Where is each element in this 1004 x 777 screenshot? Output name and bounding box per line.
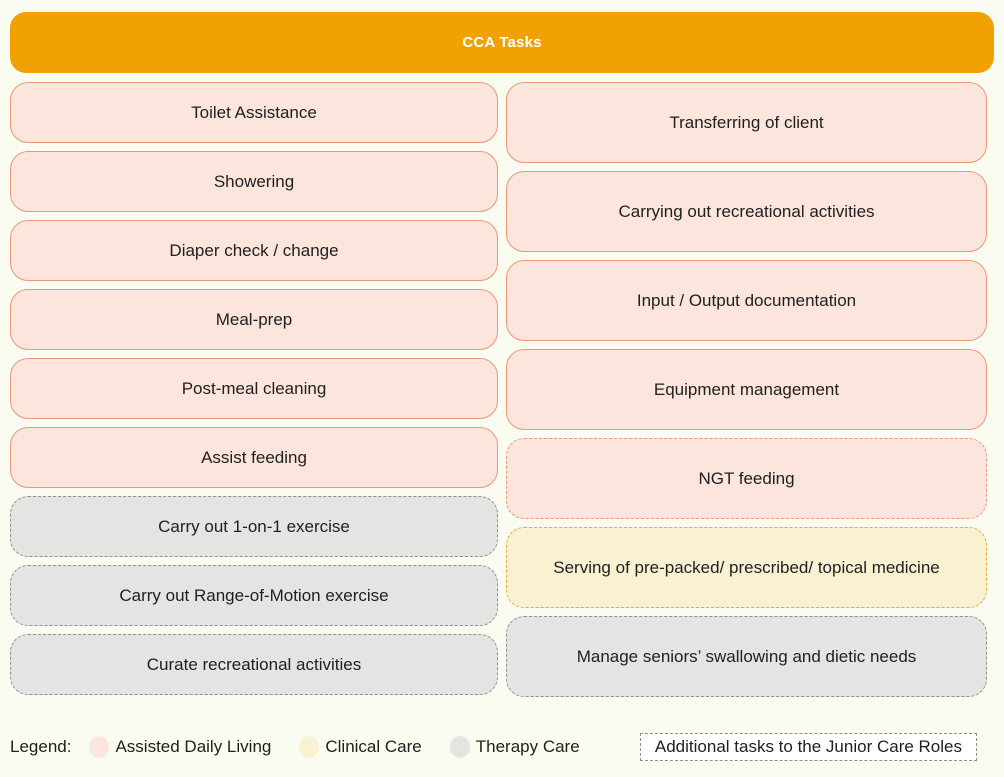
task-box: Manage seniors’ swallowing and dietic ne…: [506, 616, 987, 697]
legend-label: Legend:: [10, 737, 72, 756]
task-label: Equipment management: [653, 379, 840, 399]
task-label: Manage seniors’ swallowing and dietic ne…: [576, 646, 917, 666]
task-label: Assist feeding: [201, 447, 307, 467]
task-box: Post-meal cleaning: [10, 358, 498, 419]
task-box: Curate recreational activities: [10, 634, 498, 695]
task-box: Equipment management: [506, 349, 987, 430]
task-label: Serving of pre-packed/ prescribed/ topic…: [553, 557, 940, 577]
task-label: Showering: [213, 171, 295, 191]
junior-care-roles-note-label: Additional tasks to the Junior Care Role…: [654, 737, 962, 756]
legend-item: Therapy Care: [449, 736, 580, 758]
task-label: Carry out 1-on-1 exercise: [158, 516, 350, 536]
task-label: Input / Output documentation: [636, 290, 857, 310]
task-box: Carrying out recreational activities: [506, 171, 987, 252]
clinical-swatch-icon: [299, 736, 320, 758]
task-box: Diaper check / change: [10, 220, 498, 281]
task-box: Input / Output documentation: [506, 260, 987, 341]
task-label: NGT feeding: [698, 468, 795, 488]
task-box: Assist feeding: [10, 427, 498, 488]
task-label: Post-meal cleaning: [181, 378, 327, 398]
legend-item-label: Assisted Daily Living: [115, 737, 272, 756]
legend: Legend: Assisted Daily Living Clinical Ca…: [10, 733, 977, 761]
task-box: Carry out Range-of-Motion exercise: [10, 565, 498, 626]
task-box: Meal-prep: [10, 289, 498, 350]
legend-item-label: Therapy Care: [475, 737, 580, 756]
task-label: Curate recreational activities: [146, 654, 362, 674]
task-label: Transferring of client: [669, 112, 824, 132]
task-box: Toilet Assistance: [10, 82, 498, 143]
task-box: Serving of pre-packed/ prescribed/ topic…: [506, 527, 987, 608]
task-box: Showering: [10, 151, 498, 212]
task-box: Transferring of client: [506, 82, 987, 163]
task-label: Carry out Range-of-Motion exercise: [119, 585, 389, 605]
adl-swatch-icon: [89, 736, 110, 758]
page-title: CCA Tasks: [462, 34, 542, 51]
task-label: Carrying out recreational activities: [618, 201, 875, 221]
task-label: Meal-prep: [215, 309, 293, 329]
task-label: Diaper check / change: [169, 240, 339, 260]
legend-items: Assisted Daily Living Clinical Care Therap…: [89, 736, 607, 758]
legend-item-label: Clinical Care: [325, 737, 422, 756]
legend-item: Clinical Care: [299, 736, 422, 758]
therapy-swatch-icon: [449, 736, 470, 758]
legend-item: Assisted Daily Living: [89, 736, 271, 758]
header-banner: CCA Tasks: [10, 12, 994, 73]
task-box: Carry out 1-on-1 exercise: [10, 496, 498, 557]
task-label: Toilet Assistance: [191, 102, 317, 122]
task-box: NGT feeding: [506, 438, 987, 519]
junior-care-roles-note-box: Additional tasks to the Junior Care Role…: [639, 733, 977, 761]
